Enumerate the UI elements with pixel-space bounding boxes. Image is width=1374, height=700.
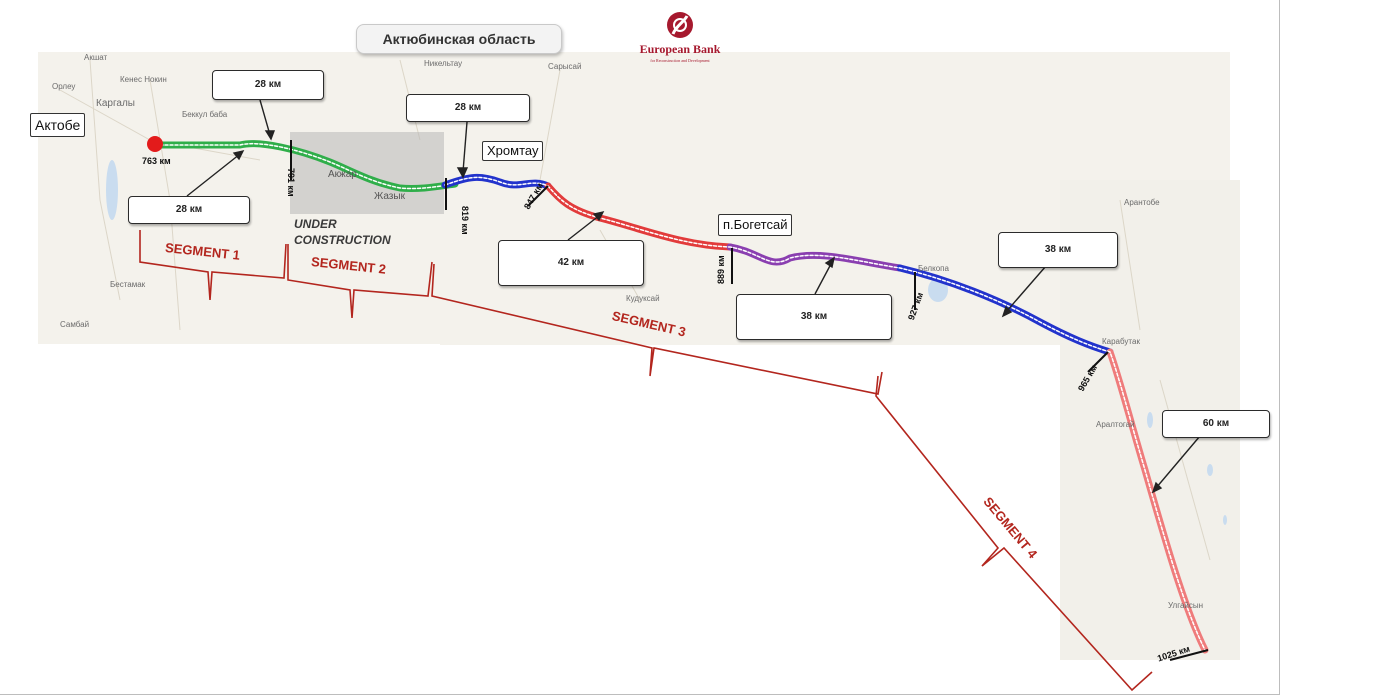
town-ulgaisyn: Улгайсын: [1168, 601, 1204, 610]
ebrd-logo-name: European Bank: [639, 42, 721, 56]
distance-box-6: 38 км: [998, 232, 1118, 268]
km-marker-763: 763 км: [142, 156, 171, 166]
distance-box-5: 38 км: [736, 294, 892, 340]
callout-arrows: [186, 99, 1201, 494]
town-orley: Орлеу: [52, 82, 76, 91]
under-construction-line1: UNDER: [294, 217, 337, 231]
town-sarysai: Сарысай: [548, 62, 582, 71]
route-map: [38, 52, 1240, 692]
town-belkopa: Белкопа: [918, 264, 949, 273]
distance-box-3: 28 км: [406, 94, 530, 122]
distance-box-2: 28 км: [128, 196, 250, 224]
city-label-aktobe: Актобе: [30, 113, 86, 137]
distance-box-1: 28 км: [212, 70, 324, 100]
segment-3-bracket: [431, 263, 883, 395]
km-marker-889: 889 км: [716, 255, 726, 284]
town-zhazyk: Жазык: [374, 191, 405, 202]
under-construction-area: [290, 132, 444, 214]
town-bekkul: Беккул баба: [182, 110, 228, 119]
km-marker-ticks: [290, 140, 1209, 661]
segment-brackets: [139, 230, 1153, 692]
town-araltogai: Аралтогай: [1096, 420, 1135, 429]
town-nikeltau: Никельтау: [424, 59, 463, 68]
city-label-bogetsai: п.Богетсай: [718, 214, 793, 236]
ebrd-logo: European Bank for Reconstruction and Dev…: [620, 8, 740, 70]
city-label-khromtau: Хромтау: [482, 141, 544, 161]
start-point-marker: [147, 136, 163, 152]
town-akshat: Акшат: [84, 53, 108, 62]
segment-1-bracket: [139, 230, 287, 301]
region-title: Актюбинская область: [356, 24, 562, 54]
km-marker-791: 791 км: [286, 168, 296, 197]
segment-2-bracket: [287, 244, 433, 319]
town-akzhar: Акжар: [328, 169, 357, 180]
map-water: [106, 160, 1227, 525]
distance-box-7: 60 км: [1162, 410, 1270, 438]
slide: Актюбинская область European Bank for Re…: [0, 0, 1280, 695]
town-kenes: Кенес Нокин: [120, 75, 167, 84]
town-karabutak: Карабутак: [1102, 337, 1140, 346]
route-green-centerline: [154, 142, 456, 190]
town-arantobe: Арантобе: [1124, 198, 1160, 207]
ebrd-logo-subtitle: for Reconstruction and Development: [650, 58, 710, 63]
town-sambai: Самбай: [60, 320, 90, 329]
map-background-north: [430, 52, 1230, 190]
km-marker-819: 819 км: [460, 206, 470, 235]
distance-box-4: 42 км: [498, 240, 644, 286]
ebrd-logo-icon: [667, 12, 693, 38]
town-bestamak: Бестамак: [110, 280, 146, 289]
under-construction-line2: CONSTRUCTION: [294, 233, 391, 247]
segment-4-bracket: [875, 375, 1153, 692]
town-kudyksai: Кудуксай: [626, 294, 660, 303]
under-construction-label: UNDER CONSTRUCTION: [294, 216, 391, 248]
town-kargaly: Каргалы: [96, 98, 135, 109]
